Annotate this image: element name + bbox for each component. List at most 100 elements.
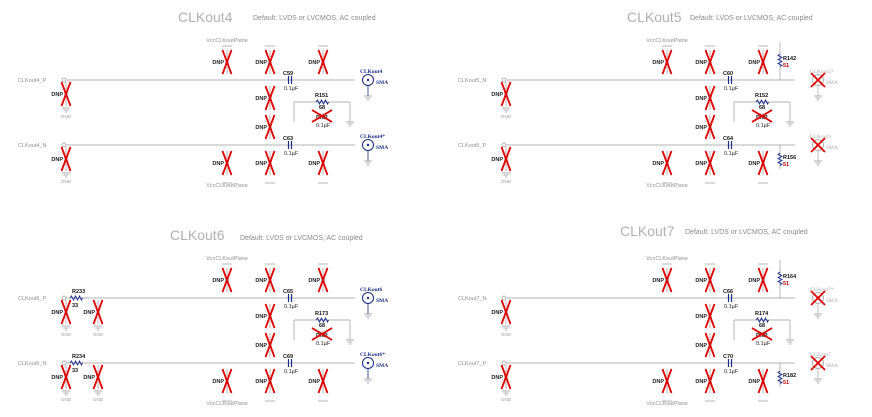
dnp-cross-mark [661,49,673,75]
dnp-component: DNP [652,49,673,75]
dnp-component: DNP [748,150,769,176]
termination-dnp-cross [751,327,773,341]
dnp-component: DNP [255,267,276,293]
cross-stroke [221,150,233,176]
ground-symbol [814,313,822,319]
dnp-cross-mark [500,146,512,172]
shunt-resistor-bottom-ref: R182 [783,373,796,379]
ground-label: GND [501,332,512,337]
dnp-cross-mark [704,114,716,140]
coupling-capacitor-top-ref: C65 [283,289,293,295]
output-connector-bottom: SMA [810,355,838,384]
dnp-cross-mark [704,150,716,176]
dnp-cross-mark [92,299,104,325]
dnp-cross-mark [221,267,233,293]
dnp-component: DNP [83,299,104,325]
series-resistor-top [69,294,83,302]
termination-dnp-label: DNP [756,115,768,121]
ground-symbol [364,160,372,166]
termination-resistor [755,316,769,324]
dnp-cross-mark [704,267,716,293]
dnp-cross-mark [500,81,512,107]
cross-stroke [264,267,276,293]
cross-stroke [317,150,329,176]
dnp-cross-mark [317,267,329,293]
dnp-cross-mark [661,267,673,293]
ground-label: GND [93,397,104,402]
vcc-label-bottom: VccCLKoutPlane [646,183,688,189]
dnp-component: DNP [695,85,716,111]
block-default-note: Default: LVDS or LVCMOS, AC coupled [685,229,808,236]
dnp-cross-mark [500,364,512,390]
output-connector-bottom-ref: CLKout5 [810,134,831,140]
dnp-cross-mark [317,150,329,176]
series-resistor-bottom-value: 33 [72,368,78,374]
cross-stroke [751,327,773,341]
dnp-label: DNP [308,161,320,167]
cross-stroke [500,299,512,325]
dnp-cross-mark [60,81,72,107]
termination-resistor [315,98,329,106]
ground-label: GND [61,332,72,337]
block-default-note: Default: LVDS or LVCMOS, AC coupled [240,235,363,242]
cross-stroke [264,150,276,176]
dnp-label: DNP [695,125,707,131]
dnp-component: DNP [308,267,329,293]
ground-symbol [346,339,354,345]
input-label-top: CLKout6_P [18,296,46,302]
cross-stroke [704,85,716,111]
dnp-cross-mark [221,368,233,394]
vcc-dnp-column: DNP DNP [308,45,329,184]
cross-stroke [704,150,716,176]
dnp-component: DNP [212,267,233,293]
cross-stroke [264,368,276,394]
dnp-label: DNP [308,60,320,66]
sma-label: SMA [826,298,838,304]
input-port-top [501,77,507,83]
output-connector-bottom-ref: CLKout4* [360,134,385,140]
termination-dnp-cross [751,109,773,123]
termination-resistor-value: 68 [759,323,765,329]
dnp-component: DNP [255,368,276,394]
coupling-capacitor-top [287,76,293,84]
dnp-component: DNP [695,49,716,75]
sma-label: SMA [376,145,388,151]
input-port-top [61,295,67,301]
shunt-resistor-bottom [776,152,784,166]
dnp-cross-mark [757,267,769,293]
output-connector-bottom: SMA [362,357,388,384]
dnp-component: DNP [748,267,769,293]
cross-stroke [264,49,276,75]
connector-pin [366,296,370,300]
vcc-dnp-column: DNP DNP [255,263,276,402]
dnp-cross-mark [264,332,276,358]
output-connector-top: SMA [810,72,838,101]
coupling-capacitor-bottom [287,359,293,367]
dnp-component: DNP [212,49,233,75]
block-default-note: Default: LVDS or LVCMOS, AC coupled [253,15,376,22]
cross-stroke [264,85,276,111]
cross-stroke [60,146,72,172]
cross-stroke [757,368,769,394]
dnp-label: DNP [255,60,267,66]
dnp-component: DNP [491,299,512,325]
shunt-resistor-top [776,271,784,285]
input-label-bottom: CLKout5_P [458,143,486,149]
dnp-component: DNP [695,267,716,293]
input-label-top: CLKout4_P [18,78,46,84]
cross-stroke [92,364,104,390]
input-label-top: CLKout5_N [458,78,486,84]
coupling-capacitor-bottom-value: 0.1µF [724,151,739,157]
dnp-label: DNP [51,310,63,316]
coupling-capacitor-bottom [727,141,733,149]
termination-resistor [315,316,329,324]
cross-stroke [661,368,673,394]
coupling-capacitor-top-value: 0.1µF [284,86,299,92]
dnp-component: DNP [212,150,233,176]
input-label-top: CLKout7_N [458,296,486,302]
ground-label: GND [501,114,512,119]
dnp-component: DNP [695,332,716,358]
output-connector-top: SMA [362,74,388,101]
shunt-resistor-top-ref: R142 [783,56,796,62]
